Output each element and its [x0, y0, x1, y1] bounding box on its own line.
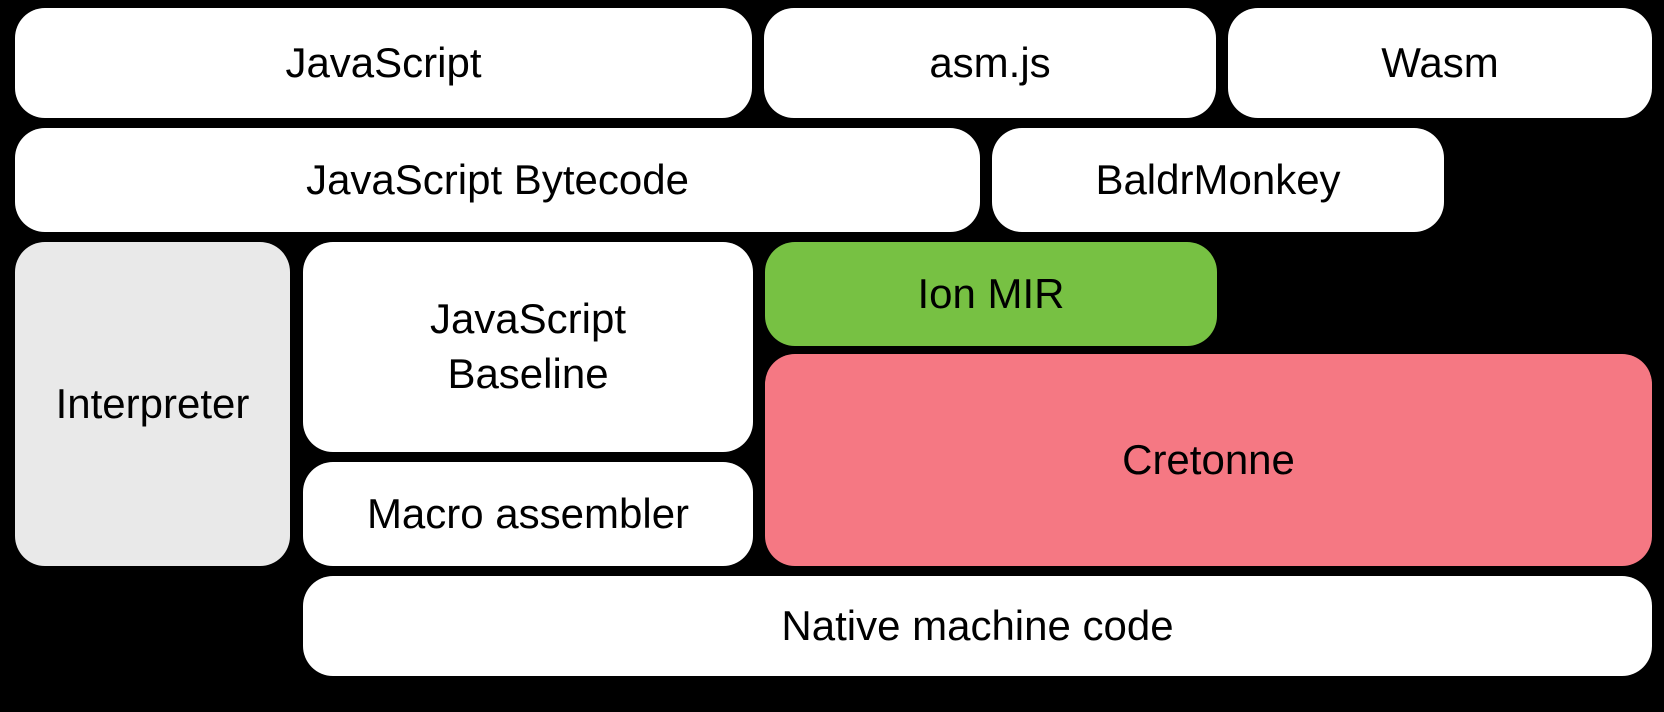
ion-mir-label: Ion MIR — [917, 269, 1065, 317]
javascript-baseline-box: JavaScript Baseline — [303, 242, 753, 452]
asm-js-box: asm.js — [764, 8, 1216, 118]
javascript-baseline-line1: JavaScript — [429, 295, 627, 343]
native-machine-code-label: Native machine code — [781, 601, 1174, 649]
javascript-bytecode-label: JavaScript Bytecode — [306, 155, 689, 203]
javascript-baseline-line2: Baseline — [447, 350, 609, 397]
wasm-box: Wasm — [1228, 8, 1652, 118]
baldrmonkey-box: BaldrMonkey — [992, 128, 1444, 232]
javascript-baseline-label: JavaScript Baseline — [430, 292, 626, 401]
interpreter-label: Interpreter — [55, 379, 250, 427]
baldrmonkey-label: BaldrMonkey — [1095, 155, 1341, 203]
cretonne-label: Cretonne — [1122, 435, 1295, 483]
javascript-label: JavaScript — [285, 38, 482, 86]
wasm-label: Wasm — [1381, 38, 1499, 86]
macro-assembler-label: Macro assembler — [366, 489, 690, 537]
native-machine-code-box: Native machine code — [303, 576, 1652, 676]
javascript-box: JavaScript — [15, 8, 752, 118]
asm-js-label: asm.js — [929, 38, 1051, 86]
interpreter-box: Interpreter — [15, 242, 290, 566]
macro-assembler-box: Macro assembler — [303, 462, 753, 566]
ion-mir-box: Ion MIR — [765, 242, 1217, 346]
cretonne-box: Cretonne — [765, 354, 1652, 566]
javascript-bytecode-box: JavaScript Bytecode — [15, 128, 980, 232]
